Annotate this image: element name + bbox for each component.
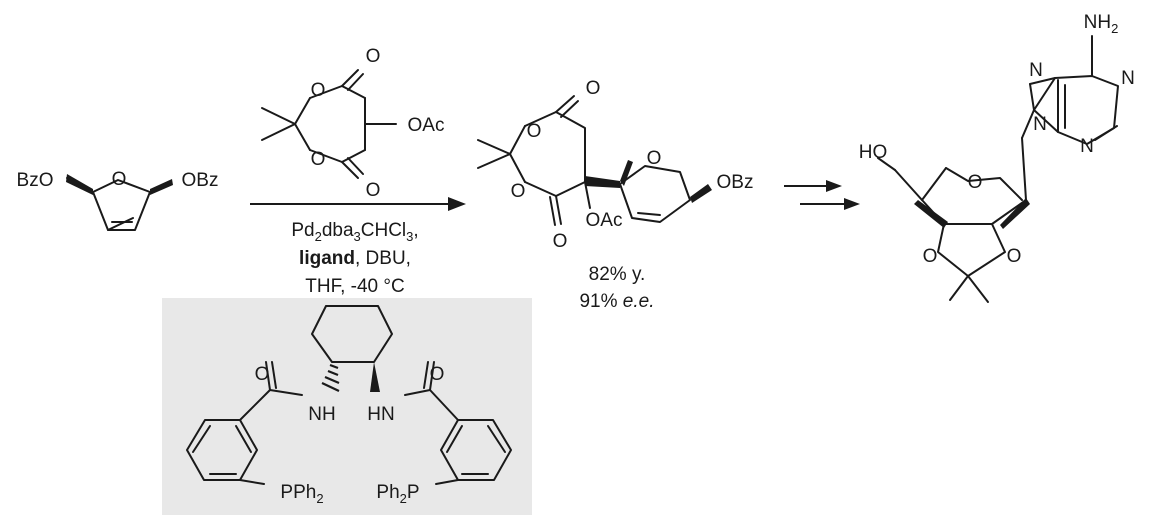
- product-yield: 82% y.: [589, 264, 646, 285]
- product-right-group: OBz: [717, 172, 754, 193]
- reagent-ring-o1: O: [311, 80, 326, 101]
- final-n3: N: [1080, 136, 1094, 157]
- sm-right-group: OBz: [182, 170, 219, 191]
- final-n1: N: [1121, 68, 1135, 89]
- reagent-carbonyl-top: O: [366, 46, 381, 67]
- sm-left-group: BzO: [17, 170, 54, 191]
- ligand-left-nh: NH: [308, 404, 335, 425]
- reagent-ring-o2: O: [311, 149, 326, 170]
- ligand-right-nh: HN: [367, 404, 394, 425]
- product-furan-oxygen: O: [647, 148, 662, 169]
- reagent-carbonyl-bottom: O: [366, 180, 381, 201]
- final-hydroxyl: HO: [859, 142, 888, 163]
- ligand-panel: [162, 298, 532, 515]
- product-ring-o2: O: [511, 181, 526, 202]
- final-furanose-o: O: [968, 172, 983, 193]
- conditions-line-2: ligand, DBU,: [299, 248, 411, 269]
- sm-ring-oxygen: O: [112, 169, 127, 190]
- product: O O O O OAc O OBz 82% y. 91% e.e.: [477, 78, 754, 312]
- final-acetonide-o-left: O: [923, 246, 938, 267]
- ligand-right-phosphine: Ph2P: [376, 482, 419, 506]
- ligand-left-carbonyl: O: [255, 364, 270, 385]
- ligand-right-carbonyl: O: [430, 364, 445, 385]
- final-product: NH2 N N N N HO O O O: [859, 12, 1135, 303]
- multistep-arrows: [784, 180, 860, 210]
- reagent: O O O O OAc: [261, 46, 445, 201]
- final-n9: N: [1033, 114, 1047, 135]
- product-carbonyl-top: O: [586, 78, 601, 99]
- conditions-line-3: THF, -40 °C: [305, 276, 404, 297]
- product-acetoxy: OAc: [586, 210, 623, 231]
- reaction-conditions: Pd2dba3CHCl3, ligand, DBU, THF, -40 °C: [291, 220, 418, 297]
- conditions-line-1: Pd2dba3CHCl3,: [291, 220, 418, 244]
- reagent-substituent: OAc: [408, 115, 445, 136]
- final-n7: N: [1029, 60, 1043, 81]
- final-acetonide-o-right: O: [1007, 246, 1022, 267]
- ligand-left-phosphine: PPh2: [280, 482, 323, 506]
- product-ee: 91% e.e.: [579, 291, 654, 312]
- product-carbonyl-bottom: O: [553, 231, 568, 252]
- reaction-arrow: [250, 197, 466, 211]
- product-ring-o1: O: [527, 121, 542, 142]
- final-amine: NH2: [1084, 12, 1119, 36]
- ligand-structure: NH HN O O PPh2 Ph2P: [186, 305, 512, 506]
- starting-material: O BzO OBz: [17, 169, 219, 231]
